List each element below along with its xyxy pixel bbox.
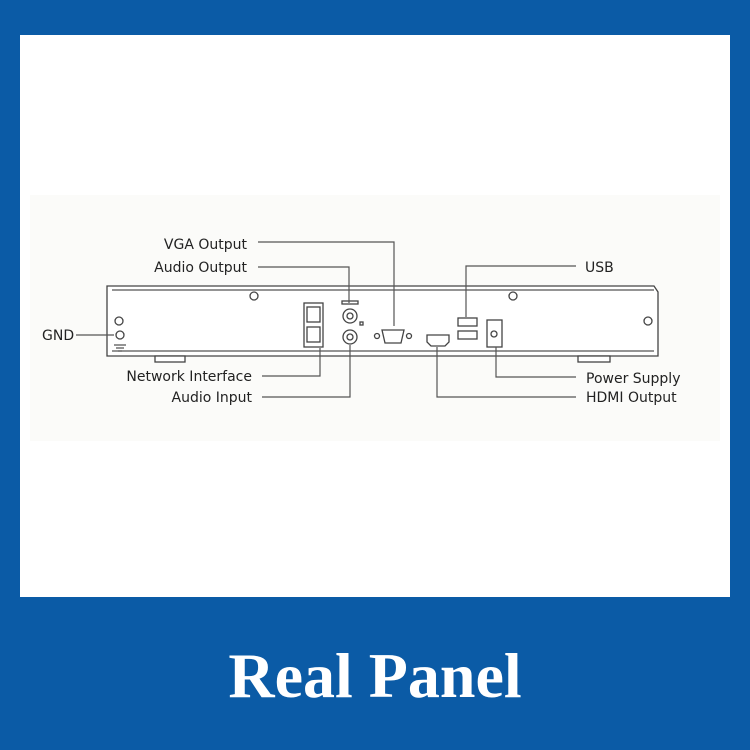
label-audio-output: Audio Output [154, 260, 247, 276]
chassis [106, 285, 659, 363]
audio-ports [341, 300, 364, 345]
foot-right [577, 355, 611, 363]
label-hdmi-output: HDMI Output [586, 390, 677, 406]
screw-icon [508, 291, 518, 301]
power-port [486, 319, 503, 348]
foot-left [154, 355, 186, 363]
label-network-interface: Network Interface [126, 369, 252, 385]
screw-icon [114, 316, 124, 326]
hdmi-port [426, 334, 450, 347]
label-gnd: GND [42, 328, 74, 344]
caption-title: Real Panel [228, 640, 522, 711]
screws [114, 291, 653, 326]
network-port [303, 302, 324, 348]
label-vga-output: VGA Output [164, 237, 248, 253]
screw-icon [249, 291, 259, 301]
gnd-terminal [114, 330, 126, 352]
label-audio-input: Audio Input [172, 390, 253, 406]
label-usb: USB [585, 260, 614, 276]
usb-ports [457, 317, 478, 340]
vga-port [373, 329, 413, 344]
leader-lines [76, 241, 576, 398]
screw-icon [643, 316, 653, 326]
label-power-supply: Power Supply [586, 371, 681, 387]
